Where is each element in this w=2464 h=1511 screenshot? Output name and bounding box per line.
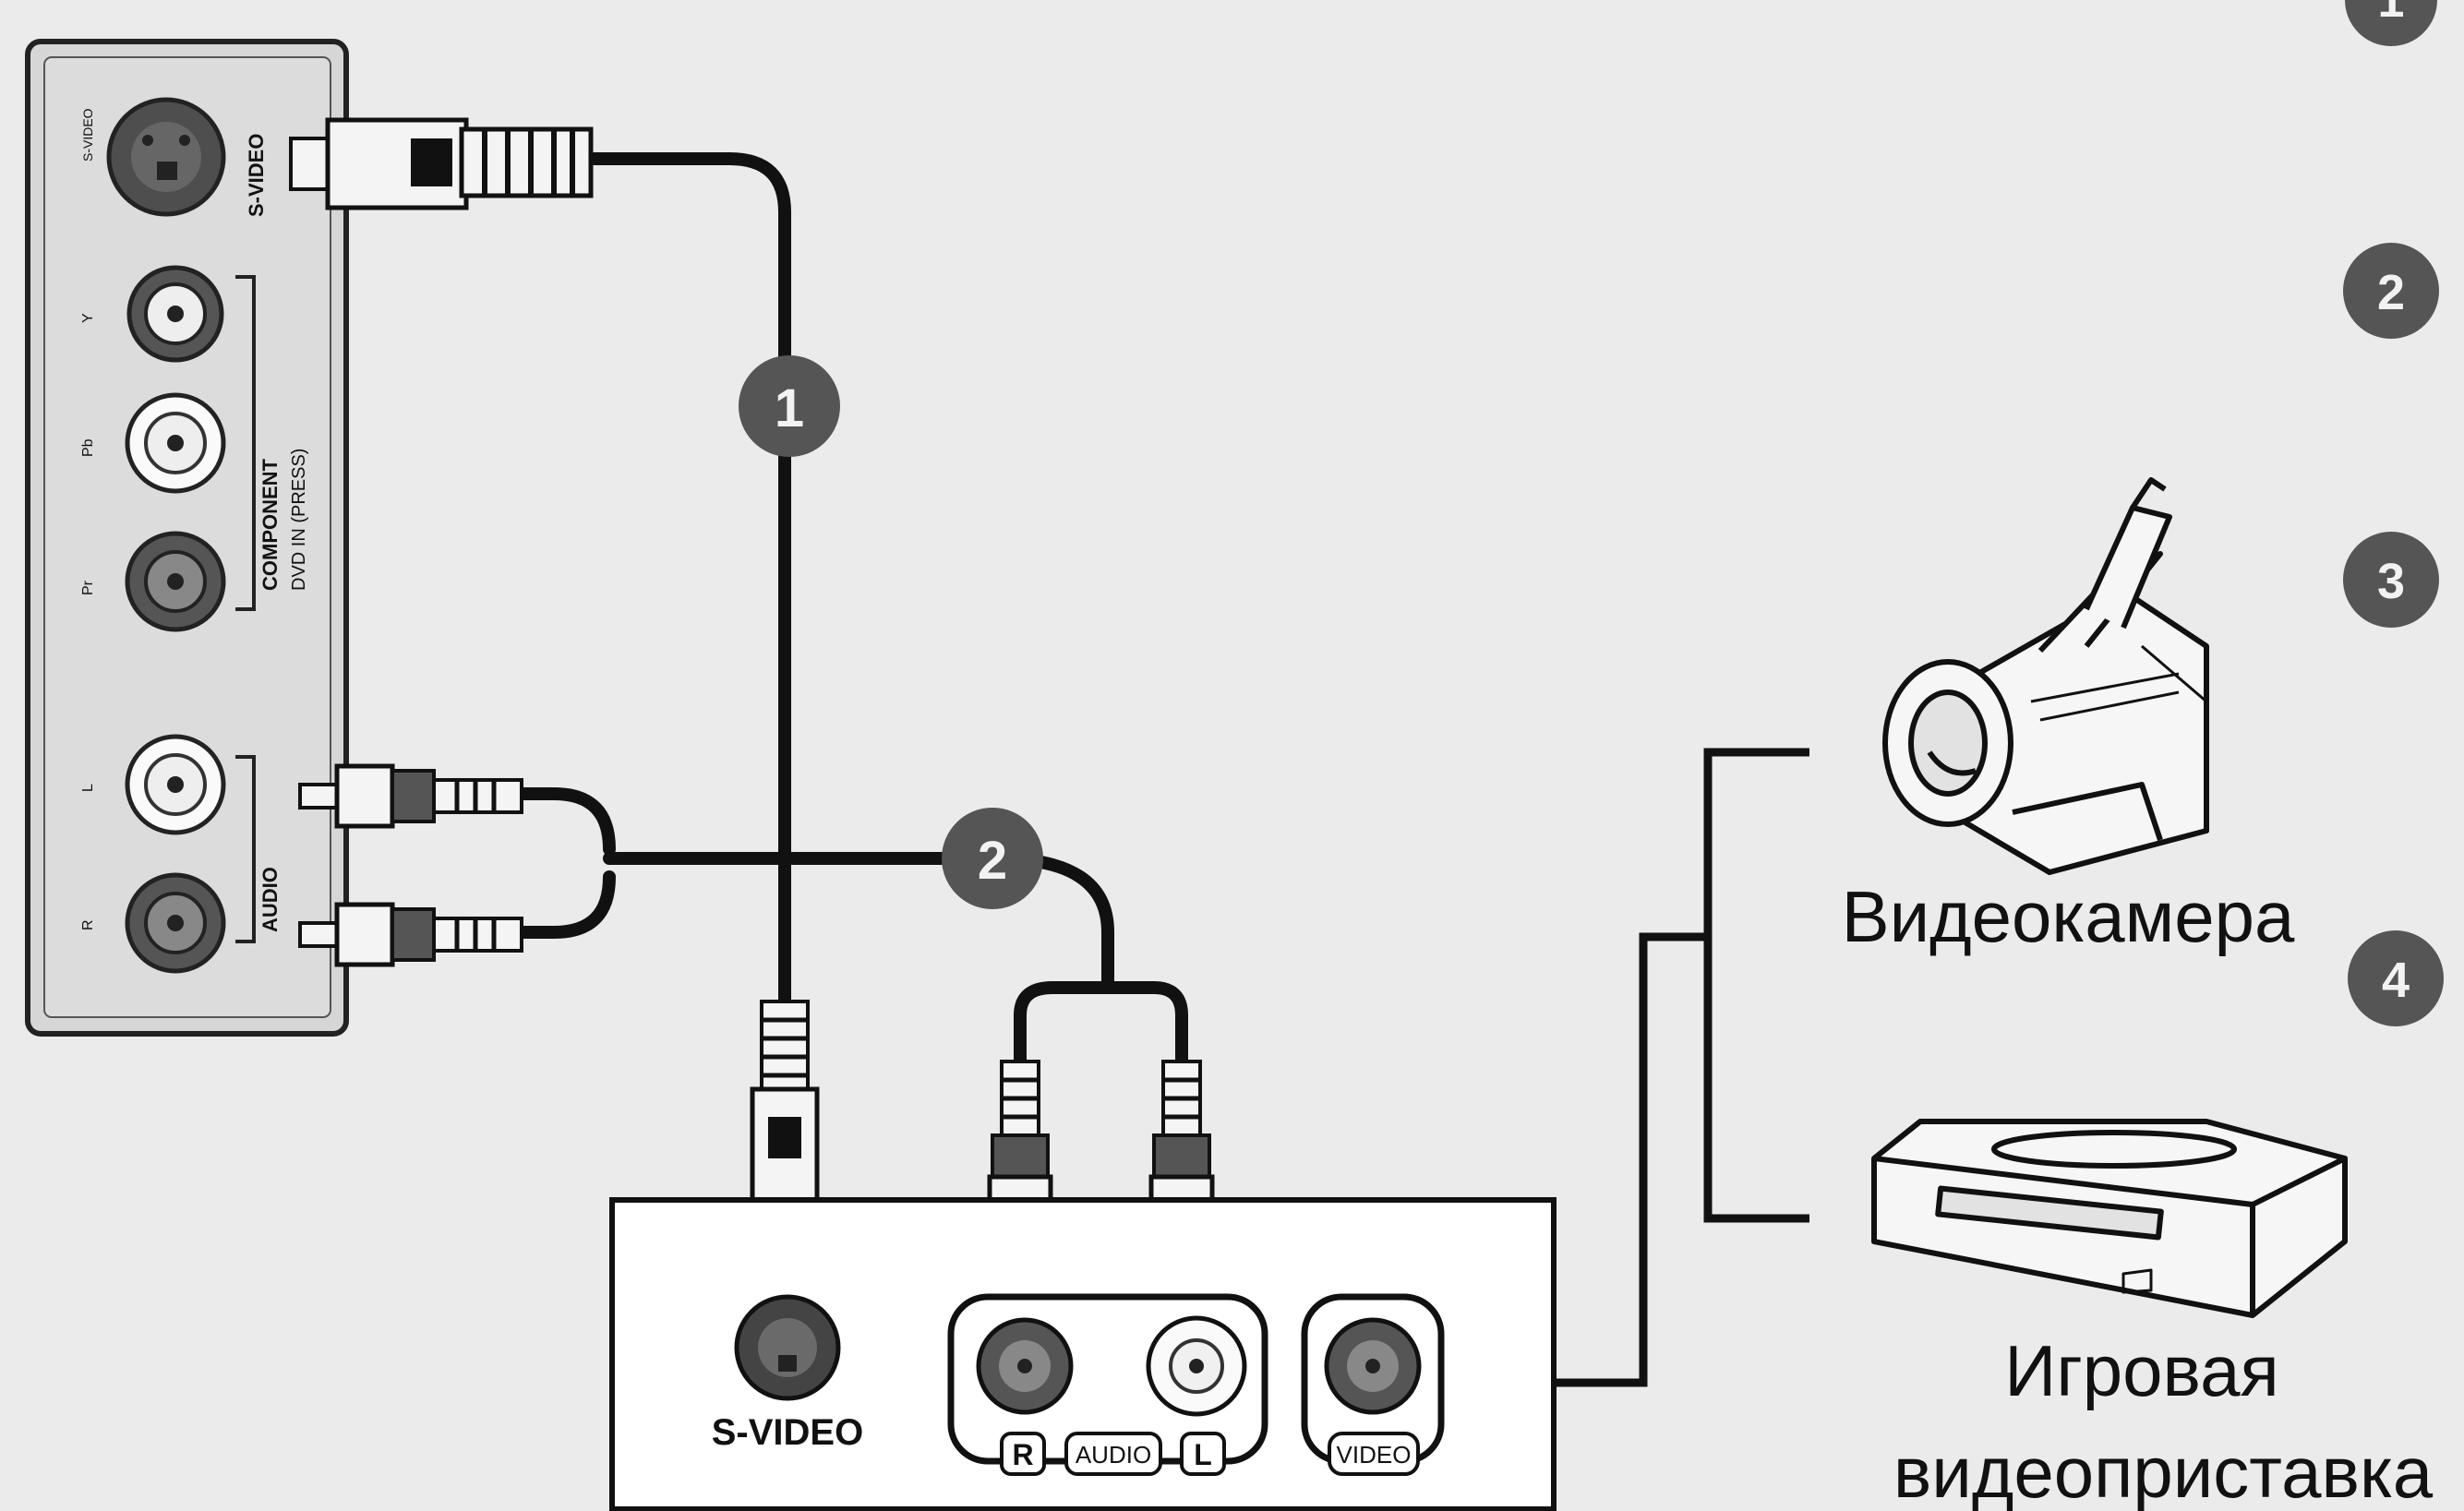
tv-jack-label-y: Y bbox=[80, 313, 96, 323]
device-audio-l-label: L bbox=[1194, 1438, 1212, 1471]
tv-jack-label-l: L bbox=[80, 784, 96, 792]
device-audio-l-jack bbox=[1146, 1315, 1247, 1417]
rca-plug-tv-r bbox=[298, 902, 523, 967]
tv-pb-jack bbox=[125, 392, 226, 494]
device-audio-label: AUDIO bbox=[1076, 1441, 1151, 1469]
tv-pr-jack bbox=[125, 531, 226, 632]
cable-badge-1-text: 1 bbox=[775, 378, 804, 438]
cable-badge-1: 1 bbox=[739, 355, 840, 457]
svideo-plug-tv bbox=[289, 117, 594, 210]
cable-badge-2: 2 bbox=[942, 808, 1043, 909]
step-badge-4-text: 4 bbox=[2382, 953, 2410, 1008]
step-badge-4: 4 bbox=[2348, 930, 2444, 1026]
audio-cable-tv-r bbox=[511, 870, 616, 939]
device-svideo-label: S-VIDEO bbox=[712, 1412, 863, 1453]
device-audio-r-jack bbox=[976, 1317, 1074, 1415]
tv-side-label-component: COMPONENT bbox=[258, 458, 282, 591]
step-badge-2: 2 bbox=[2343, 243, 2439, 339]
tv-side-panel: S-VIDEO Y Pb Pr L R S-VIDEO COMPONENT DV… bbox=[25, 39, 349, 1037]
device-audio-r-label: R bbox=[1012, 1438, 1033, 1471]
camcorder-icon bbox=[1882, 477, 2209, 875]
tv-jack-label-pr: Pr bbox=[80, 580, 96, 595]
camcorder-label: Видеокамера bbox=[1842, 876, 2295, 957]
console-label-line1: Игровая bbox=[2004, 1330, 2278, 1411]
tv-svideo-jack bbox=[106, 97, 226, 217]
device-svideo-jack bbox=[734, 1294, 841, 1401]
step-badge-3: 3 bbox=[2343, 532, 2439, 628]
step-badge-3-text: 3 bbox=[2377, 554, 2405, 609]
tv-side-label-dvd: DVD IN (PRESS) bbox=[289, 449, 309, 591]
tv-side-label-audio: AUDIO bbox=[258, 867, 282, 932]
console-label-line2: видеоприставка bbox=[1893, 1432, 2434, 1511]
step-badge-2-text: 2 bbox=[2377, 265, 2405, 320]
tv-side-label-svideo: S-VIDEO bbox=[245, 134, 268, 217]
tv-audio-l-jack bbox=[125, 734, 226, 835]
tv-y-jack bbox=[126, 265, 224, 363]
rca-plug-tv-l bbox=[298, 763, 523, 829]
step-badge-1-text: 1 bbox=[2378, 0, 2405, 28]
device-branch-lines bbox=[1554, 748, 1809, 1387]
cables bbox=[511, 152, 1188, 1068]
svideo-cable bbox=[584, 152, 791, 1008]
audio-cable-split bbox=[1014, 981, 1188, 1068]
step-badge-1: 1 bbox=[2345, 0, 2437, 46]
device-video-label: VIDEO bbox=[1337, 1441, 1412, 1469]
audio-cable-tv-l bbox=[511, 787, 616, 856]
device-video-jack bbox=[1324, 1317, 1422, 1415]
tv-jack-label-svideo: S-VIDEO bbox=[80, 108, 95, 162]
cable-badge-2-text: 2 bbox=[978, 831, 1007, 891]
device-panel: S-VIDEO R AUDIO L VIDEO bbox=[609, 1197, 1557, 1511]
tv-jack-label-pb: Pb bbox=[80, 438, 96, 457]
tv-audio-r-jack bbox=[125, 872, 226, 974]
tv-jack-label-r: R bbox=[80, 919, 96, 930]
game-console-icon bbox=[1871, 1119, 2348, 1318]
